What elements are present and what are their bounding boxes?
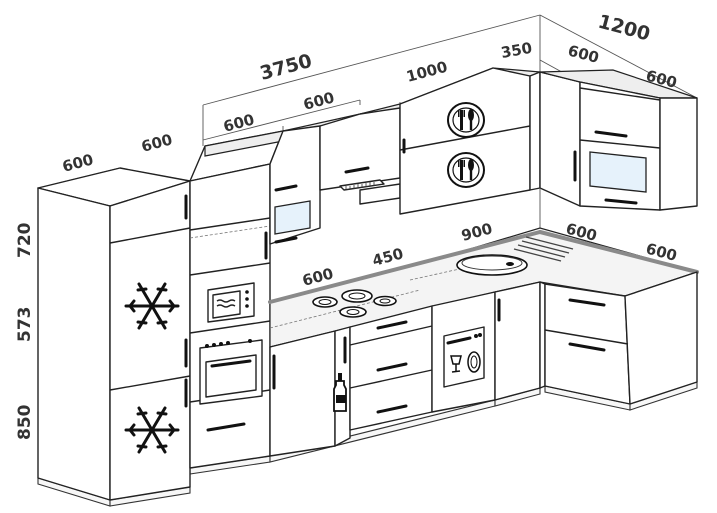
dim-height-720: 720 bbox=[15, 222, 35, 258]
range-hood-icon bbox=[339, 179, 385, 191]
corner-base-cabinets bbox=[539, 271, 698, 405]
snowflake-icon bbox=[124, 406, 180, 454]
dim-upper-total: 3750 bbox=[258, 50, 315, 85]
lower-drawer-handle[interactable] bbox=[206, 422, 246, 432]
dim-upper-1000: 1000 bbox=[404, 58, 449, 86]
dim-height-573: 573 bbox=[15, 307, 35, 343]
dim-corner-total: 1200 bbox=[596, 11, 653, 46]
corner-upper-cabinets bbox=[539, 69, 698, 211]
dim-upper-600-b: 600 bbox=[301, 88, 336, 113]
dim-height-850: 850 bbox=[15, 404, 35, 440]
dishwasher-icon bbox=[443, 326, 485, 388]
cutlery-icon bbox=[447, 152, 485, 188]
dim-upper-350: 350 bbox=[500, 39, 534, 62]
upper-cabinets bbox=[204, 67, 541, 245]
microwave-icon bbox=[207, 282, 255, 323]
dim-corner-upper-600-a: 600 bbox=[566, 41, 601, 66]
dim-fridge-width: 600 bbox=[139, 130, 174, 155]
dim-fridge-depth: 600 bbox=[60, 150, 95, 175]
oven-icon bbox=[199, 339, 263, 405]
sink-icon bbox=[456, 236, 574, 276]
base-cabinets bbox=[269, 281, 541, 457]
fridge-column bbox=[37, 167, 191, 501]
hob-burner-icon bbox=[312, 289, 397, 318]
bottle-icon bbox=[333, 373, 347, 412]
dim-base-450: 450 bbox=[370, 244, 405, 269]
dim-upper-600-a: 600 bbox=[221, 110, 256, 135]
snowflake-icon bbox=[124, 282, 180, 330]
dim-base-900: 900 bbox=[459, 219, 494, 244]
cutlery-icon bbox=[447, 102, 485, 138]
